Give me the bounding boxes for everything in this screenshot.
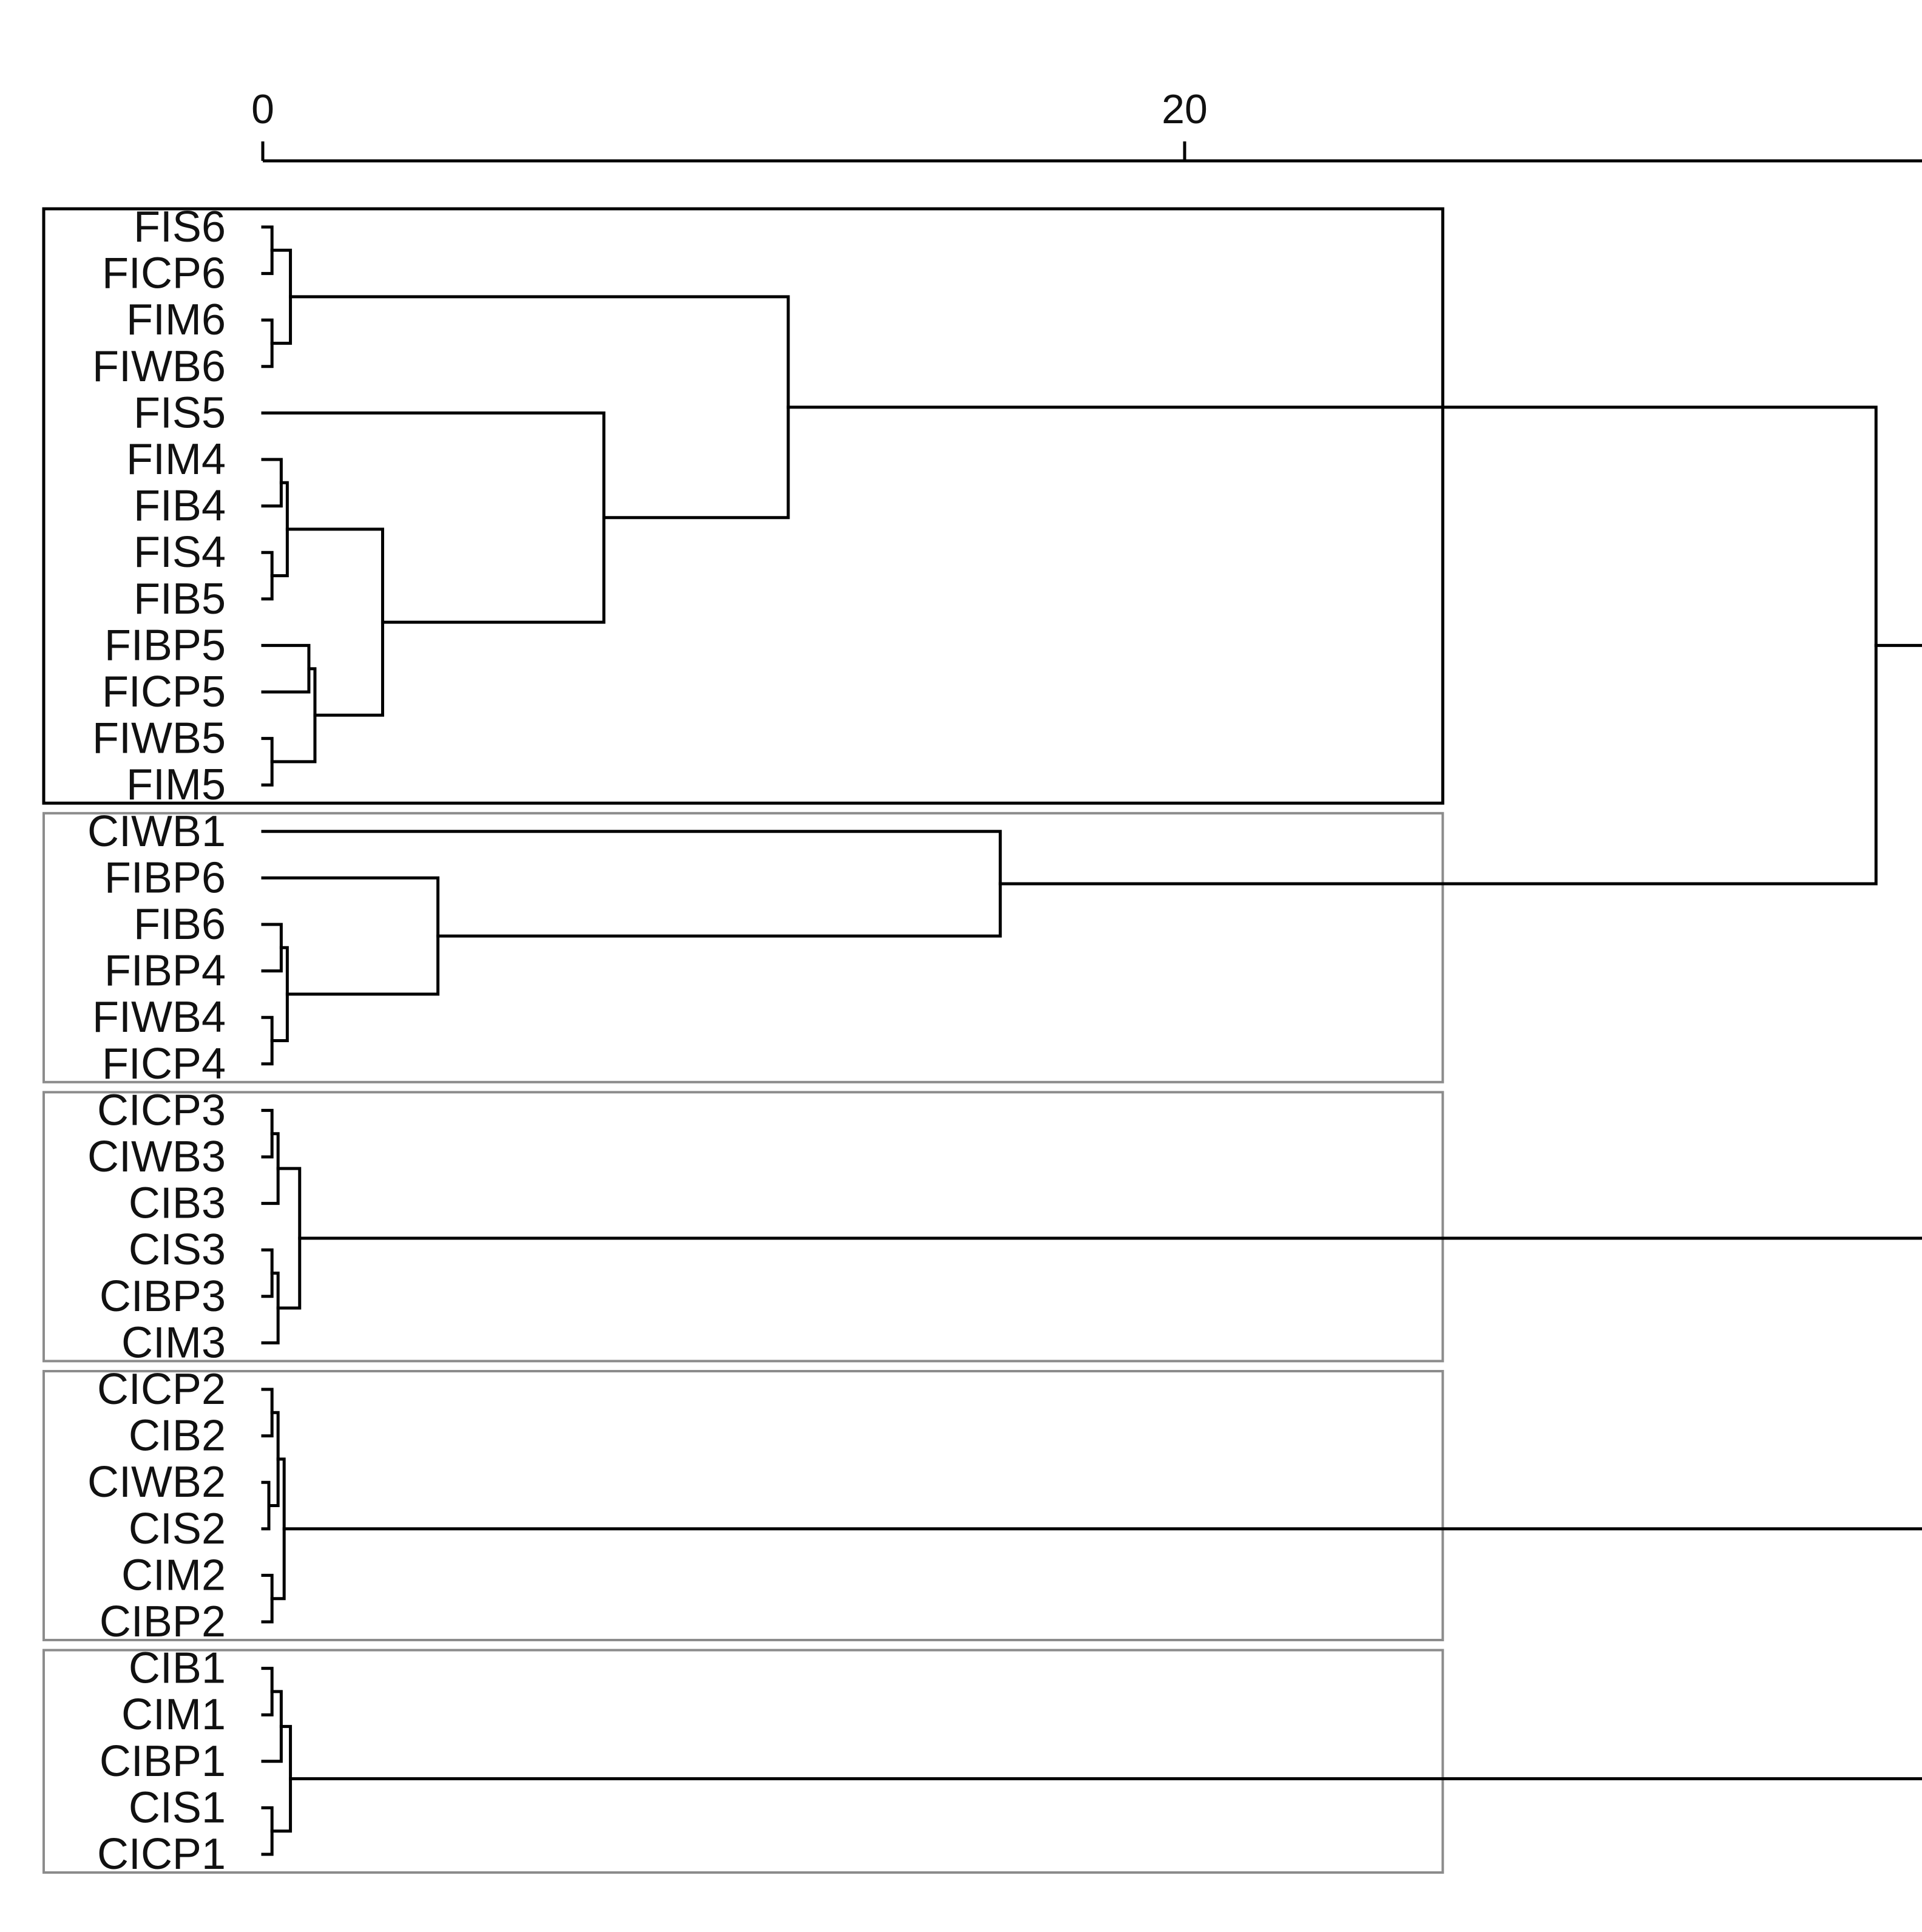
dendrogram-link — [261, 411, 606, 624]
leaf-label: CIB1 — [129, 1644, 226, 1693]
leaf-label: FIM6 — [126, 296, 226, 344]
leaf-label: CIS1 — [129, 1783, 226, 1832]
leaf-label: CICP1 — [97, 1830, 226, 1879]
leaf-label: FIS5 — [134, 388, 226, 437]
leaf-label: FICP6 — [102, 249, 226, 298]
leaf-label: FIB5 — [134, 575, 226, 623]
cluster-box — [42, 1091, 1444, 1363]
leaf-label: CIWB3 — [87, 1133, 226, 1181]
leaf-label: FIB4 — [134, 482, 226, 530]
leaf-label: FIWB6 — [92, 342, 226, 391]
x-tick-label: 20 — [1162, 86, 1208, 132]
leaf-label: FIBP6 — [104, 853, 226, 902]
cluster-box — [42, 812, 1444, 1083]
dendrogram-link — [1874, 643, 1922, 647]
x-axis: 0204060 — [251, 86, 1922, 163]
leaf-label: FIS4 — [134, 528, 226, 577]
dendrogram-link — [261, 830, 1002, 938]
x-axis-ticks: 0204060 — [251, 86, 1208, 161]
leaf-label: CIB2 — [129, 1412, 226, 1460]
leaf-label: FICP5 — [102, 668, 226, 716]
dendrogram-links — [261, 225, 1922, 1856]
cluster-boxes — [42, 207, 1444, 1874]
leaf-label: FIWB4 — [92, 993, 226, 1042]
leaf-label: FIM4 — [126, 435, 226, 484]
leaf-label: FICP4 — [102, 1040, 226, 1088]
leaf-label: CIS3 — [129, 1225, 226, 1274]
leaf-label: CICP3 — [97, 1086, 226, 1134]
leaf-label: CIBP2 — [100, 1598, 226, 1646]
leaf-label: CIS2 — [129, 1505, 226, 1553]
dendrogram-link — [270, 248, 293, 345]
cluster-box — [42, 1649, 1444, 1874]
leaf-label: CIM1 — [121, 1690, 226, 1739]
leaf-label: FIS6 — [134, 203, 226, 251]
leaf-label: CIM3 — [121, 1318, 226, 1367]
dendrogram-link — [289, 295, 790, 520]
leaf-label: CIWB1 — [87, 807, 226, 856]
leaf-label: CIB3 — [129, 1179, 226, 1228]
dendrogram-link — [261, 643, 311, 694]
cluster-box — [42, 1370, 1444, 1641]
leaf-label: FIBP5 — [104, 621, 226, 669]
leaf-label: CICP2 — [97, 1365, 226, 1414]
leaf-label: CIWB2 — [87, 1458, 226, 1507]
dendrogram-link — [261, 458, 283, 508]
x-tick-label: 0 — [251, 86, 274, 132]
dendrogram-link — [282, 1527, 1922, 1781]
dendrogram-link — [261, 1132, 280, 1205]
cluster-box — [42, 207, 1444, 805]
leaf-label: FIBP4 — [104, 947, 226, 995]
dendrogram-link — [261, 1272, 280, 1344]
dendrogram-link — [270, 481, 289, 577]
leaf-label: FIM5 — [126, 761, 226, 809]
leaf-label: FIB6 — [134, 900, 226, 949]
dendrogram-link — [270, 946, 289, 1042]
leaf-label: CIBP3 — [100, 1272, 226, 1321]
dendrogram-link — [261, 923, 283, 973]
leaf-labels: FIS6FICP6FIM6FIWB6FIS5FIM4FIB4FIS4FIB5FI… — [87, 203, 226, 1879]
leaf-label: CIM2 — [121, 1551, 226, 1599]
dendrogram-link — [276, 1167, 302, 1310]
dendrogram-link — [261, 876, 440, 996]
dendrogram-link — [298, 1236, 1922, 1240]
leaf-label: FIWB5 — [92, 714, 226, 763]
dendrogram-link — [285, 527, 384, 717]
leaf-label: CIBP1 — [100, 1737, 226, 1786]
